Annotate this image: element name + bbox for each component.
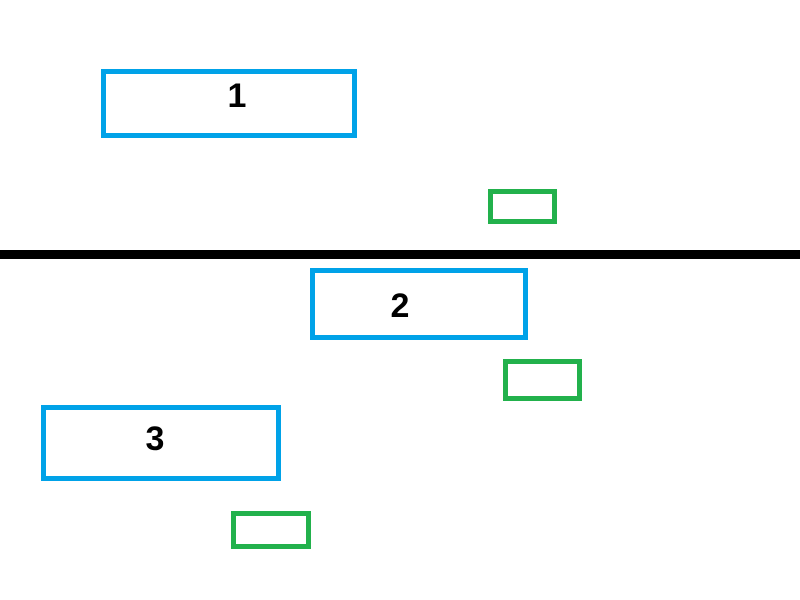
box-1-label: 1	[227, 76, 247, 115]
small-box-2[interactable]	[503, 359, 582, 401]
small-box-1[interactable]	[488, 189, 557, 224]
box-3-label: 3	[145, 420, 165, 458]
box-2-label: 2	[390, 287, 410, 325]
labeled-box-1[interactable]: 1	[101, 69, 357, 138]
labeled-box-3[interactable]: 3	[41, 405, 281, 481]
labeled-box-2[interactable]: 2	[310, 268, 528, 340]
small-box-3[interactable]	[231, 511, 311, 549]
horizontal-divider-line	[0, 250, 800, 259]
